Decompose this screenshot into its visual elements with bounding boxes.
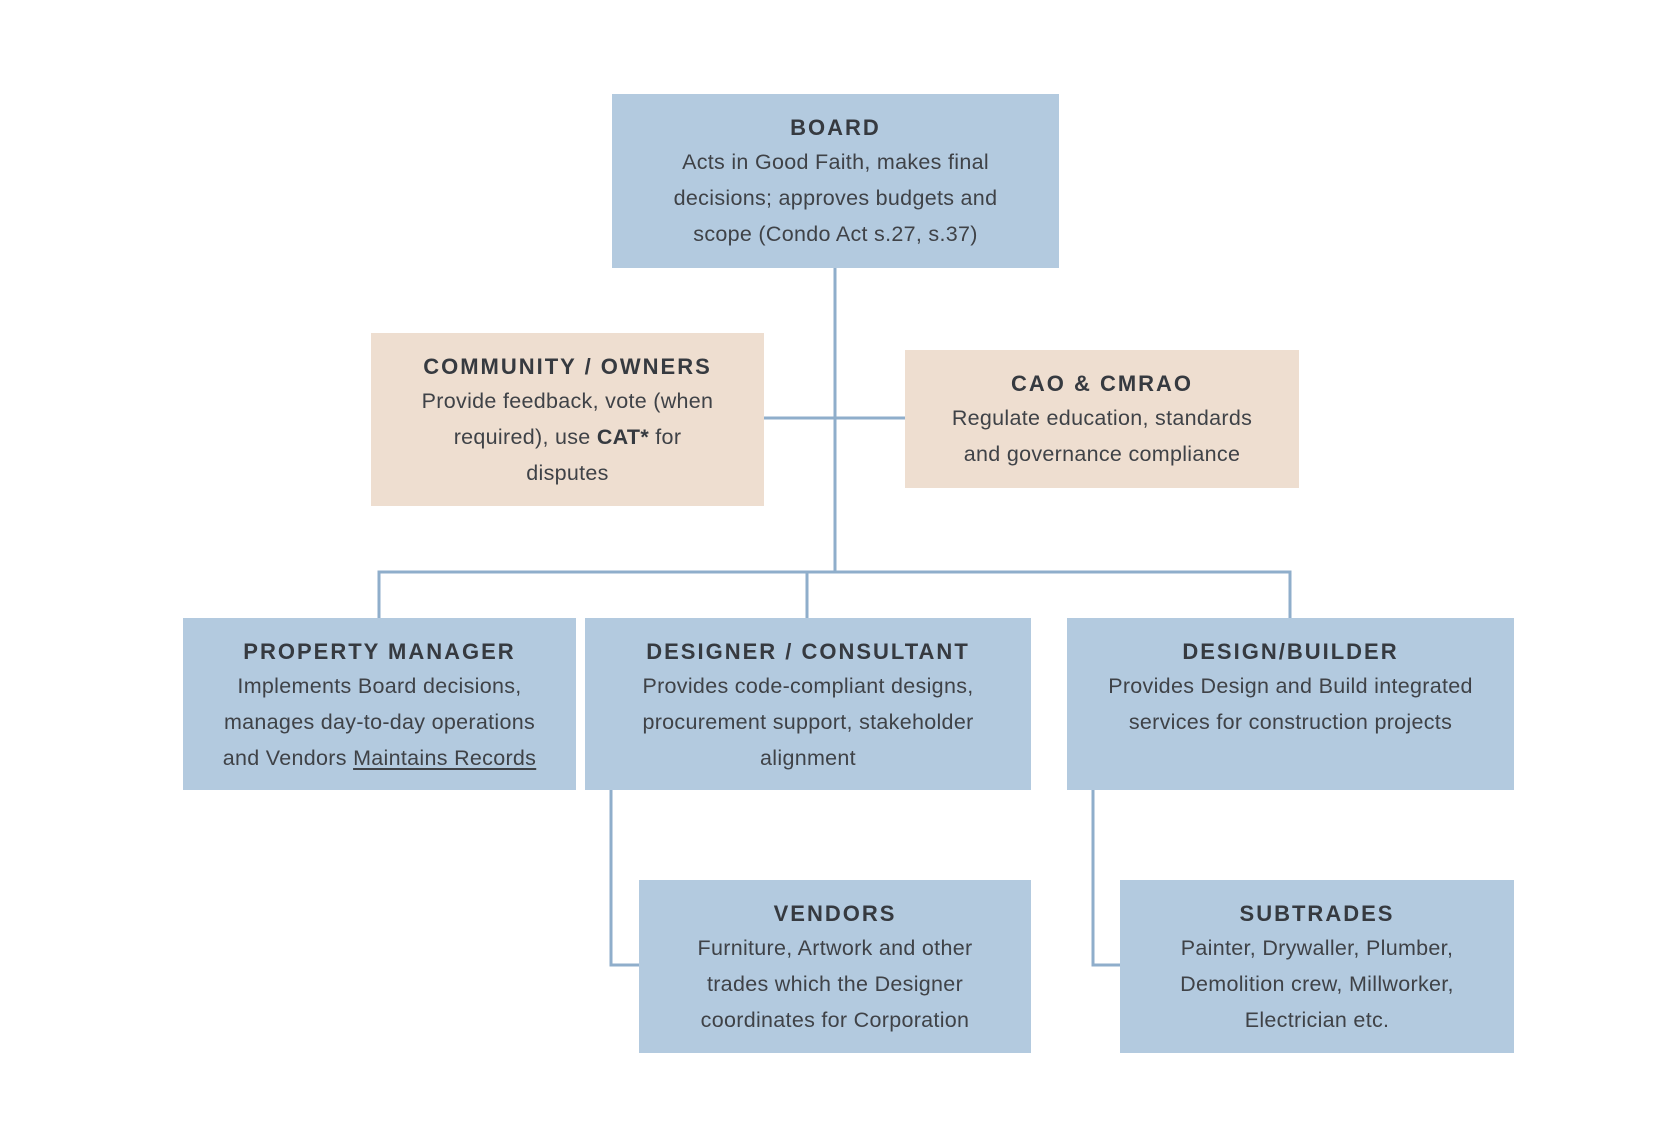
property-manager-desc-line1: Implements Board decisions, (237, 674, 522, 698)
community-owners-desc-line2: required), use CAT* for (371, 419, 764, 455)
cao-cmrao-box: CAO & CMRAO Regulate education, standard… (905, 350, 1299, 488)
board-box: BOARD Acts in Good Faith, makes final de… (612, 94, 1059, 268)
board-desc-line3: scope (Condo Act s.27, s.37) (693, 222, 978, 246)
designer-consultant-desc-line3: alignment (760, 746, 856, 770)
subtrades-desc-line2: Demolition crew, Millworker, (1180, 972, 1454, 996)
property-manager-title: PROPERTY MANAGER (243, 639, 516, 664)
community-owners-desc-line2-post: for (649, 425, 682, 449)
community-owners-desc-line2-pre: required), use (453, 425, 597, 449)
vendors-desc-line3: coordinates for Corporation (700, 1008, 970, 1032)
vendors-desc-line2: trades which the Designer (706, 972, 964, 996)
subtrades-title: SUBTRADES (1239, 901, 1395, 926)
design-builder-desc-line2: services for construction projects (1128, 710, 1453, 734)
board-desc-line2: decisions; approves budgets and (673, 186, 998, 210)
community-owners-box: COMMUNITY / OWNERS Provide feedback, vot… (371, 333, 764, 506)
subtrades-box: SUBTRADES Painter, Drywaller, Plumber, D… (1120, 880, 1514, 1053)
design-builder-desc-line1: Provides Design and Build integrated (1108, 674, 1473, 698)
board-title: BOARD (790, 115, 881, 140)
property-manager-desc-line3-pre: and Vendors (222, 746, 354, 770)
vendors-box: VENDORS Furniture, Artwork and other tra… (639, 880, 1031, 1053)
vendors-title: VENDORS (773, 901, 897, 926)
cao-cmrao-desc-line2: and governance compliance (963, 442, 1241, 466)
cao-cmrao-desc-line1: Regulate education, standards (951, 406, 1253, 430)
cat-acronym: CAT* (596, 425, 650, 449)
design-builder-box: DESIGN/BUILDER Provides Design and Build… (1067, 618, 1514, 790)
property-manager-box: PROPERTY MANAGER Implements Board decisi… (183, 618, 576, 790)
cao-cmrao-title: CAO & CMRAO (1010, 371, 1194, 396)
board-desc-line1: Acts in Good Faith, makes final (682, 150, 989, 174)
designer-consultant-desc-line1: Provides code-compliant designs, (642, 674, 974, 698)
designer-consultant-box: DESIGNER / CONSULTANT Provides code-comp… (585, 618, 1031, 790)
designer-consultant-title: DESIGNER / CONSULTANT (646, 639, 970, 664)
community-owners-title: COMMUNITY / OWNERS (423, 354, 712, 379)
community-owners-desc-line1: Provide feedback, vote (when (421, 389, 714, 413)
property-manager-desc-line3: and Vendors Maintains Records (183, 740, 576, 776)
property-manager-desc-line2: manages day-to-day operations (223, 710, 536, 734)
subtrades-desc-line3: Electrician etc. (1244, 1008, 1390, 1032)
subtrades-desc-line1: Painter, Drywaller, Plumber, (1180, 936, 1454, 960)
community-owners-desc-line3: disputes (526, 461, 609, 485)
vendors-desc-line1: Furniture, Artwork and other (697, 936, 973, 960)
maintains-records-text: Maintains Records (353, 746, 537, 770)
design-builder-title: DESIGN/BUILDER (1182, 639, 1399, 664)
designer-consultant-desc-line2: procurement support, stakeholder (642, 710, 974, 734)
